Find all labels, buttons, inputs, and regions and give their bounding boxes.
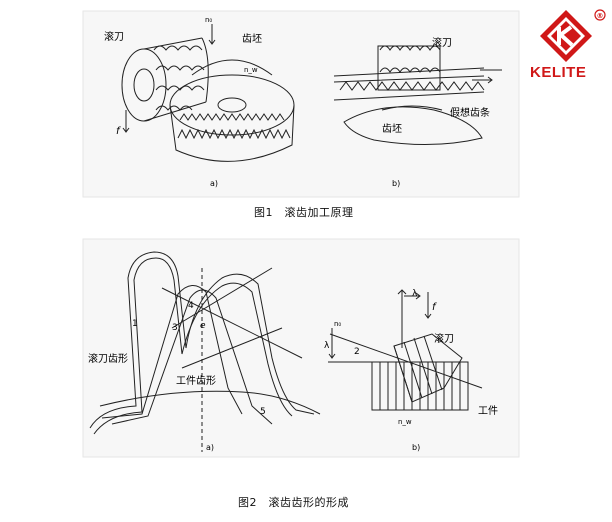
fig2a-work-profile-label: 工件齿形	[176, 375, 216, 387]
fig2a-num-1: 1	[132, 319, 138, 329]
fig2a-num-4: 4	[188, 301, 194, 311]
fig2b-work-label: 工件	[478, 405, 498, 417]
fig2b-lambda-top: λ	[412, 289, 418, 299]
fig2a-num-2: 2	[354, 347, 360, 357]
fig1a-n0-label: n₀	[205, 16, 212, 24]
figure2-diagram: 1 2 3 4 5 e 滚刀齿形 工件齿形 a) λ λ f 滚刀 工件 n₀ …	[82, 238, 522, 460]
figure2-caption: 图2 滚齿齿形的形成	[238, 496, 349, 509]
fig1a-blank-label: 齿坯	[242, 33, 262, 45]
fig2a-tag: a)	[206, 443, 214, 452]
fig1a-tag: a)	[210, 179, 218, 188]
fig2a-num-5: 5	[260, 407, 266, 417]
registered-mark: ®	[597, 12, 604, 20]
fig2a-hob-profile-label: 滚刀齿形	[88, 352, 128, 365]
fig2b-n0-label: n₀	[334, 320, 341, 328]
logo-brand-text: KELITE	[530, 64, 587, 81]
fig1a-hob-label: 滚刀	[104, 30, 124, 43]
fig1a-nw-label: n_w	[244, 66, 258, 74]
kelite-logo: ®	[532, 8, 608, 82]
fig1b-rack-drawing	[333, 45, 502, 146]
fig2a-profile-drawing	[89, 251, 321, 452]
fig1a-feed-label: f	[116, 126, 121, 137]
fig2b-nw-label: n_w	[398, 418, 412, 426]
figure1-diagram: 滚刀 齿坯 f n₀ n_w a) 滚刀 齿坯 假想齿条 b)	[82, 10, 522, 200]
fig2b-lambda-left: λ	[324, 341, 330, 351]
fig2b-helix-drawing	[328, 289, 483, 411]
fig2a-e-label: e	[200, 321, 206, 331]
fig2b-hob-label: 滚刀	[434, 332, 454, 345]
fig1b-tag: b)	[392, 179, 400, 188]
fig2b-f-label: f	[432, 302, 437, 313]
fig1a-hob-drawing	[121, 24, 295, 162]
figure1-caption: 图1 滚齿加工原理	[254, 206, 354, 219]
fig1b-hob-label: 滚刀	[432, 36, 452, 49]
fig2a-num-3: 3	[172, 323, 178, 333]
fig1b-rack-label: 假想齿条	[450, 106, 490, 119]
fig2b-tag: b)	[412, 443, 420, 452]
fig1b-blank-label: 齿坯	[382, 123, 402, 135]
